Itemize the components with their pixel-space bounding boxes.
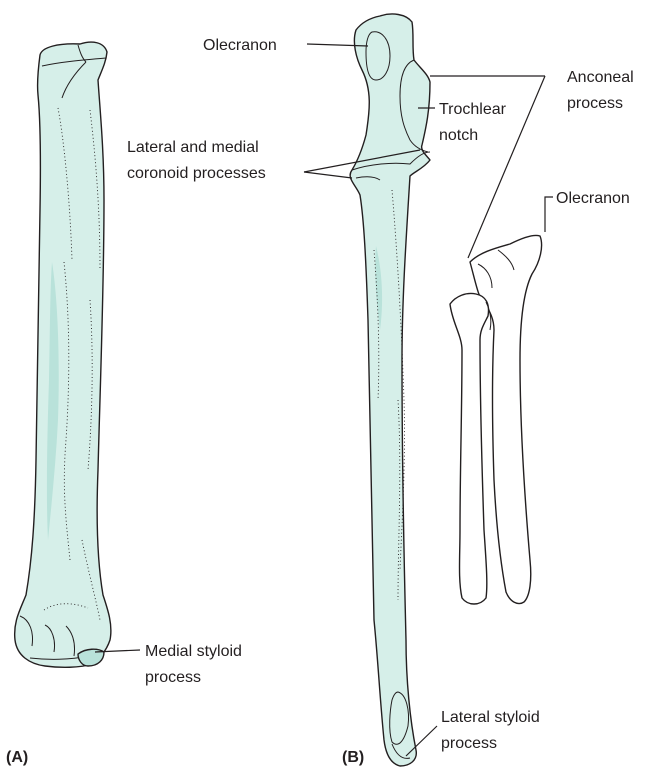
ulna-outline — [350, 14, 430, 766]
radius-bone-a — [15, 42, 111, 667]
panel-label-a: (A) — [6, 749, 28, 766]
label-olecranon-sketch: Olecranon — [556, 190, 630, 207]
leader-coronoid-2 — [304, 172, 352, 178]
radius-ulna-sketch — [450, 235, 542, 604]
label-trochlear-notch-1: Trochlear — [439, 101, 507, 118]
label-lateral-styloid-1: Lateral styloid — [441, 709, 540, 726]
label-medial-styloid-1: Medial styloid — [145, 643, 242, 660]
leader-olecranon-small — [545, 197, 553, 232]
label-coronoid-processes-2: coronoid processes — [127, 165, 266, 182]
ulna-bone-b — [350, 14, 430, 766]
label-olecranon-b: Olecranon — [203, 37, 277, 54]
panel-label-b: (B) — [342, 749, 364, 766]
label-anconeal-process-2: process — [567, 95, 623, 112]
radius-outline — [15, 42, 111, 667]
sketch-radius — [450, 293, 489, 604]
label-lateral-styloid-2: process — [441, 735, 497, 752]
label-trochlear-notch-2: notch — [439, 127, 478, 144]
label-anconeal-process-1: Anconeal — [567, 69, 634, 86]
label-medial-styloid-2: process — [145, 669, 201, 686]
label-coronoid-processes-1: Lateral and medial — [127, 139, 259, 156]
